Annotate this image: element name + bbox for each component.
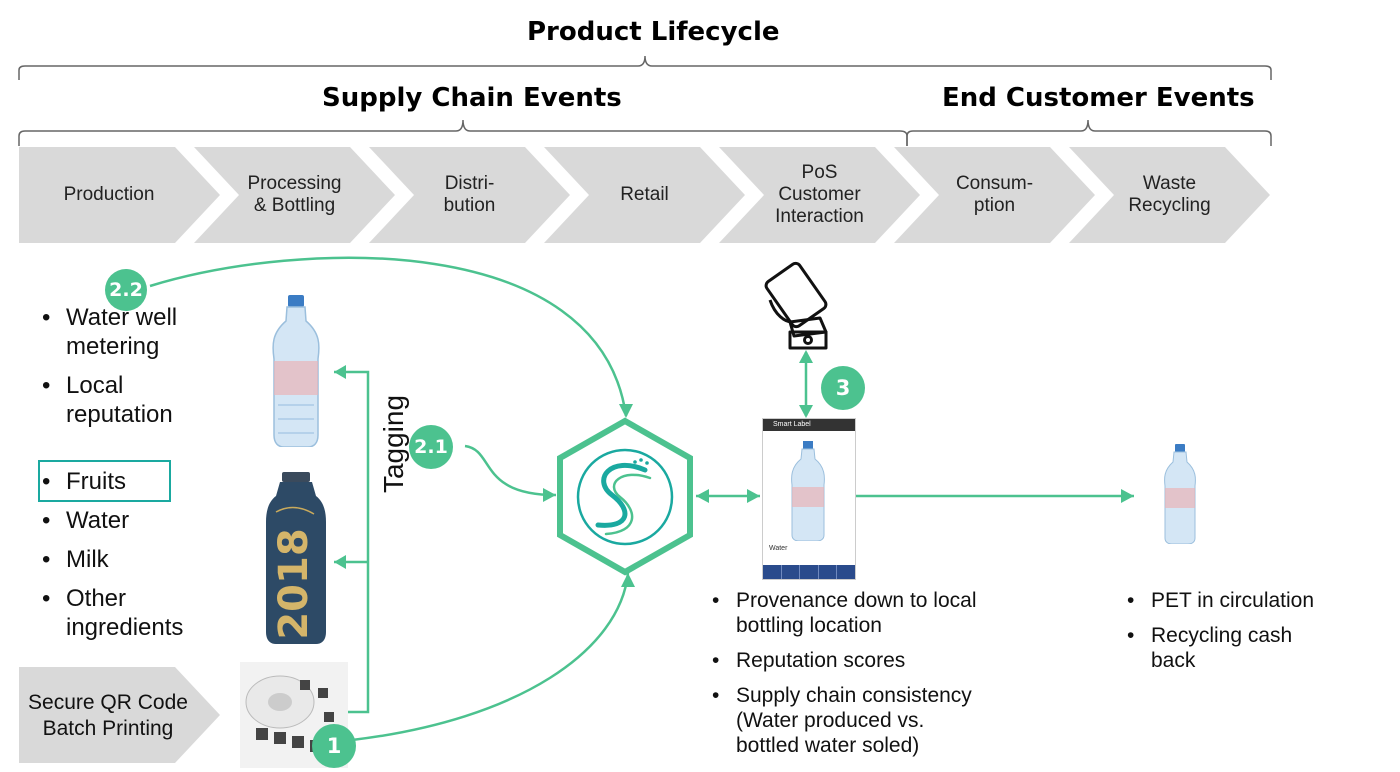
platform-logo-ring [576, 448, 674, 546]
supply-chain-bracket [18, 119, 908, 146]
stage-processing: Processing & Bottling [247, 173, 342, 216]
lifecycle-bracket [18, 55, 1272, 80]
connector-2-2 [149, 256, 628, 417]
badge-1: 1 [312, 724, 356, 768]
water-bottle-icon [272, 295, 320, 447]
nav-tab-icon[interactable] [819, 565, 838, 579]
stage-chevrons [19, 147, 1270, 243]
bottle-year-label: 2018 [271, 528, 317, 639]
connector-1 [351, 572, 630, 742]
list-item: PET in circulation [1125, 588, 1314, 613]
stage-retail: Retail [620, 184, 669, 205]
connector-2-1 [464, 444, 557, 497]
end-customer-bracket [906, 119, 1272, 146]
list-item: Recycling cash back [1125, 623, 1314, 673]
smart-label-phone-screen: Smart Label Water [762, 418, 856, 580]
end-customer-title: End Customer Events [942, 83, 1255, 113]
list-item: Water well metering [40, 303, 177, 361]
production-list-b: Fruits Water Milk Other ingredients [40, 467, 183, 642]
hand-phone-icon [764, 261, 828, 350]
platform-logo-s [595, 462, 648, 528]
nav-tab-icon[interactable] [837, 565, 855, 579]
list-item: Water [40, 506, 183, 535]
stage-waste-recycling: Waste Recycling [1128, 173, 1211, 216]
phone-header-bar: Smart Label [763, 419, 855, 431]
qr-batch-label: Secure QR Code Batch Printing [28, 691, 188, 740]
list-item: Local reputation [40, 371, 177, 429]
stage-consumption: Consum- ption [955, 173, 1034, 216]
tagging-connector [330, 370, 370, 714]
badge-3: 3 [821, 366, 865, 410]
badge-2-1: 2.1 [409, 425, 453, 469]
phone-bottom-nav [763, 565, 855, 579]
list-item: Other ingredients [40, 584, 183, 642]
nav-tab-icon[interactable] [800, 565, 819, 579]
glass-bottle-icon: 2018 [266, 472, 326, 644]
recycling-benefits-list: PET in circulation Recycling cash back [1125, 588, 1314, 673]
phone-header-title: Smart Label [773, 421, 811, 428]
phone-product-name: Water [769, 545, 788, 552]
nav-tab-icon[interactable] [763, 565, 782, 579]
nav-tab-icon[interactable] [782, 565, 801, 579]
phone-bottle-image [791, 441, 825, 541]
badge-2-2: 2.2 [105, 269, 147, 311]
list-item: Provenance down to local bottling locati… [710, 588, 977, 638]
tagging-label: Tagging [378, 394, 409, 494]
list-item: Reputation scores [710, 648, 977, 673]
list-item: Fruits [40, 467, 183, 496]
supply-chain-title: Supply Chain Events [322, 83, 622, 113]
pos-benefits-list: Provenance down to local bottling locati… [710, 588, 977, 758]
production-list-a: Water well metering Local reputation [40, 303, 177, 429]
recycling-bottle-icon [1164, 444, 1196, 544]
stage-pos: PoS Customer Interaction [775, 162, 864, 227]
stage-distribution: Distri- bution [443, 173, 496, 216]
stage-production: Production [63, 184, 155, 205]
qr-chevron [19, 667, 220, 763]
list-item: Milk [40, 545, 183, 574]
lifecycle-title: Product Lifecycle [527, 17, 780, 47]
list-item: Supply chain consistency (Water produced… [710, 683, 977, 758]
